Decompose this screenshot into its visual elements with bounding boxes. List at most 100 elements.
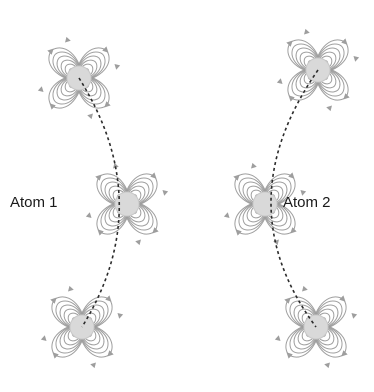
- field-loop: [52, 74, 83, 105]
- field-loop: [60, 75, 82, 97]
- field-loop: [295, 47, 322, 74]
- field-loop: [262, 185, 284, 207]
- field-loop: [291, 43, 322, 74]
- field-arrow-icon: [113, 162, 119, 169]
- field-arrow-icon: [276, 78, 283, 84]
- field-loop: [287, 65, 323, 102]
- field-loop: [297, 324, 319, 346]
- field-loop: [104, 181, 131, 208]
- field-arrow-icon: [351, 313, 358, 319]
- field-loop: [233, 173, 270, 209]
- field-loop: [59, 304, 86, 331]
- field-loop: [78, 304, 105, 331]
- field-arrow-icon: [90, 362, 96, 369]
- field-arrow-icon: [300, 190, 307, 196]
- atom-1-label: Atom 1: [10, 194, 58, 211]
- field-loop: [63, 324, 85, 346]
- field-loop: [261, 200, 292, 231]
- field-loop: [242, 200, 269, 227]
- field-loop: [313, 308, 335, 330]
- field-arrow-icon: [324, 362, 330, 369]
- field-loop: [312, 323, 343, 354]
- field-arrow-icon: [85, 212, 92, 218]
- field-loop: [315, 51, 337, 73]
- field-loop: [51, 322, 87, 359]
- field-loop: [299, 51, 321, 73]
- atom-1-field-3: [40, 285, 124, 369]
- field-loop: [100, 200, 131, 231]
- field-loop: [284, 296, 321, 332]
- field-loop: [75, 55, 102, 82]
- field-arrow-icon: [302, 285, 308, 292]
- field-arrow-icon: [87, 113, 93, 120]
- field-arrow-icon: [68, 285, 74, 292]
- field-loop: [123, 181, 150, 208]
- field-loop: [79, 324, 101, 346]
- atom-1-field-2: [85, 162, 169, 246]
- field-loop: [123, 200, 150, 227]
- field-loop: [63, 308, 85, 330]
- field-loop: [295, 66, 322, 93]
- field-loop: [314, 66, 345, 97]
- field-loop: [124, 185, 146, 207]
- field-loop: [77, 295, 113, 332]
- field-loop: [293, 304, 320, 331]
- field-loop: [312, 323, 339, 350]
- field-arrow-icon: [135, 239, 141, 246]
- atom-1-field-1-lobe-2: [74, 73, 111, 120]
- field-arrow-icon: [37, 86, 44, 92]
- atom-1-field-structure: [37, 36, 169, 369]
- field-loop: [313, 324, 335, 346]
- field-loop: [108, 201, 130, 223]
- field-loop: [55, 323, 86, 354]
- field-loop: [314, 43, 345, 74]
- field-loop: [286, 39, 323, 75]
- field-loop: [242, 181, 269, 208]
- field-loop: [260, 199, 297, 235]
- field-loop: [77, 322, 114, 358]
- field-loop: [104, 200, 131, 227]
- field-arrow-icon: [162, 190, 169, 196]
- field-loop: [50, 296, 87, 332]
- field-loop: [76, 75, 98, 97]
- field-loop: [289, 323, 320, 354]
- field-loop: [246, 185, 268, 207]
- atom-2-label: Atom 2: [283, 194, 331, 211]
- field-loop: [52, 51, 83, 82]
- field-loop: [123, 200, 154, 231]
- field-loop: [289, 300, 320, 331]
- field-arrow-icon: [65, 36, 71, 43]
- field-loop: [261, 177, 292, 208]
- field-loop: [56, 55, 83, 82]
- field-arrow-icon: [304, 28, 310, 35]
- field-loop: [78, 323, 109, 354]
- field-loop: [293, 323, 320, 350]
- field-arrow-icon: [223, 212, 230, 218]
- nucleus-icon: [252, 191, 278, 217]
- field-loop: [59, 323, 86, 350]
- field-arrow-icon: [40, 335, 47, 341]
- atom-2-field-2: [223, 162, 307, 246]
- field-loop: [311, 295, 347, 332]
- field-arrow-icon: [353, 56, 360, 62]
- field-loop: [47, 47, 84, 83]
- field-loop: [74, 46, 110, 83]
- field-loop: [299, 67, 321, 89]
- field-loop: [122, 199, 159, 235]
- field-loop: [311, 322, 348, 358]
- atom-1-field-3-lobe-3: [40, 322, 87, 359]
- atom-2-field-structure: [223, 28, 360, 369]
- field-loop: [314, 66, 341, 93]
- field-loop: [100, 177, 131, 208]
- field-loop: [261, 200, 288, 227]
- field-loop: [79, 308, 101, 330]
- field-loop: [234, 199, 270, 236]
- field-loop: [297, 308, 319, 330]
- field-loop: [313, 38, 349, 75]
- field-loop: [238, 200, 269, 231]
- field-arrow-icon: [274, 335, 281, 341]
- field-loop: [123, 177, 154, 208]
- field-arrow-icon: [117, 313, 124, 319]
- field-arrow-icon: [251, 162, 257, 169]
- field-loop: [285, 322, 321, 359]
